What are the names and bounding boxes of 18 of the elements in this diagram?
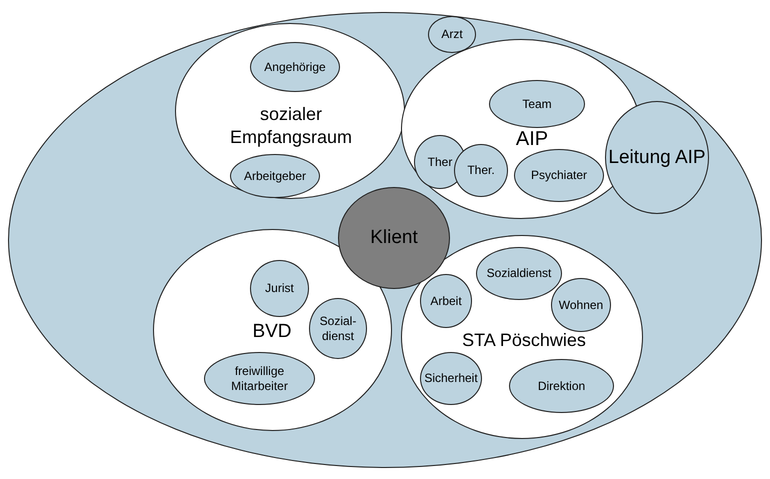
role-ellipse: Angehörige [250,42,340,92]
role-ellipse: Sicherheit [420,352,482,405]
role-ellipse: Jurist [250,260,309,317]
role-ellipse: freiwillige Mitarbeiter [204,352,315,405]
role-ellipse: Direktion [509,359,614,413]
role-ellipse: Psychiater [514,149,604,202]
role-ellipse: Wohnen [551,278,611,332]
role-ellipse: Team [489,80,585,128]
role-ellipse: Arbeitgeber [230,154,320,198]
role-ellipse: Sozialdienst [476,247,562,300]
role-ellipse: Leitung AIP [605,101,709,214]
group-label: BVD [251,320,293,344]
role-ellipse: Arbeit [420,274,472,328]
role-ellipse: Arzt [428,16,476,53]
role-ellipse: Sozial- dienst [309,298,367,359]
role-ellipse: Ther. [454,144,508,197]
group-label: AIP [514,127,550,152]
group-label: sozialer Empfangsraum [228,102,354,149]
